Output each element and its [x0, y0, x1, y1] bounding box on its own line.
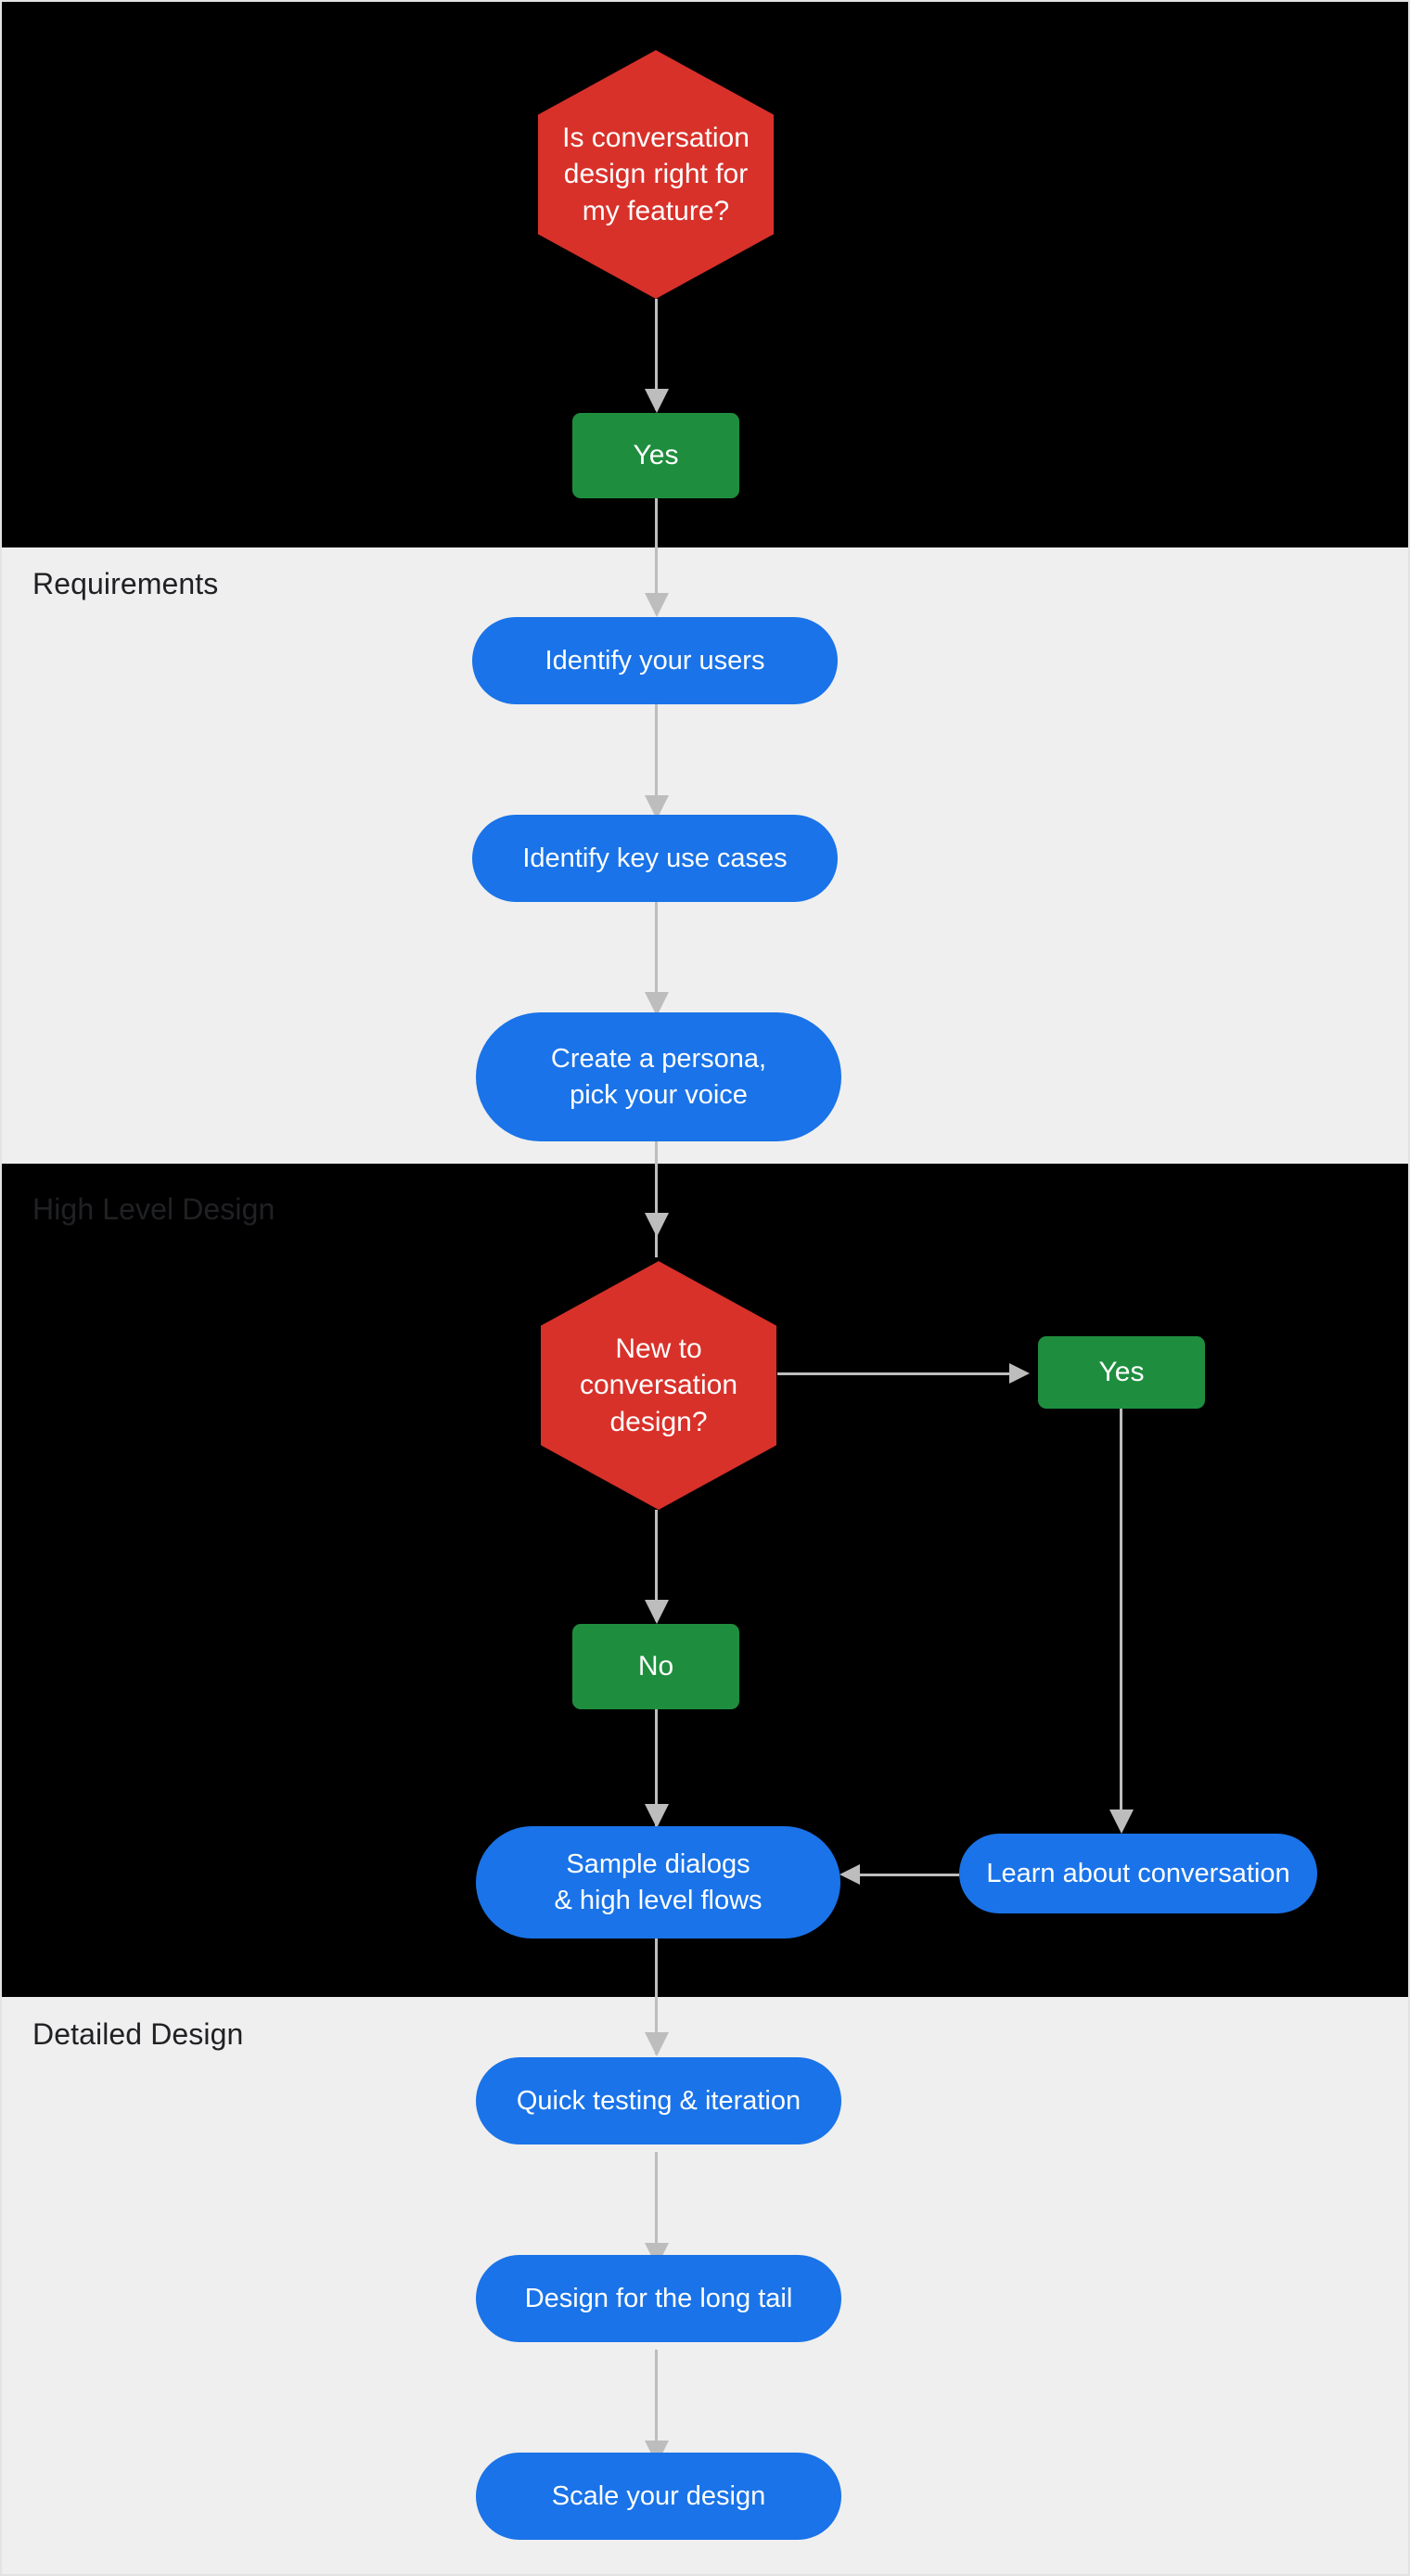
- connector-line-no-to-sample: [655, 1709, 658, 1830]
- step-node-sample-dialogs-line-1: Sample dialogs: [566, 1849, 750, 1880]
- answer-node-no[interactable]: No: [572, 1624, 739, 1709]
- connector-line-feature-to-yes1: [655, 299, 658, 410]
- section-label-high-level-design: High Level Design: [32, 1192, 276, 1226]
- step-node-design-for-the-long-tail-label: Design for the long tail: [524, 2283, 793, 2313]
- connector-line-users-to-usecases: [655, 704, 658, 817]
- connector-arrow-new-to-no: [645, 1600, 669, 1624]
- step-node-learn-about-conversation-label: Learn about conversation: [986, 1858, 1290, 1888]
- decision-node-new-line-1: New to: [615, 1333, 702, 1364]
- connector-line-learn-to-sample: [860, 1874, 959, 1876]
- connector-arrow-sample-to-testing: [645, 2032, 669, 2056]
- step-node-learn-about-conversation[interactable]: Learn about conversation: [959, 1834, 1317, 1913]
- connector-line-persona-to-new: [655, 1141, 658, 1257]
- step-node-identify-your-users-label: Identify your users: [545, 645, 765, 676]
- step-node-sample-dialogs-high-level-flows[interactable]: Sample dialogs & high level flows: [476, 1826, 840, 1938]
- answer-node-no-label: No: [637, 1651, 674, 1682]
- decision-node-line-2: design right for: [563, 159, 749, 190]
- answer-node-yes-1[interactable]: Yes: [572, 413, 739, 498]
- step-node-create-persona-line-2: pick your voice: [570, 1079, 748, 1110]
- step-node-create-persona-pick-voice[interactable]: Create a persona, pick your voice: [476, 1012, 841, 1141]
- answer-node-yes-2[interactable]: Yes: [1038, 1336, 1205, 1409]
- step-node-scale-your-design[interactable]: Scale your design: [476, 2453, 841, 2540]
- decision-node-new-line-2: conversation: [579, 1370, 738, 1401]
- answer-node-yes-2-label: Yes: [1098, 1357, 1145, 1388]
- step-node-identify-key-use-cases-label: Identify key use cases: [522, 843, 788, 873]
- step-node-identify-key-use-cases[interactable]: Identify key use cases: [472, 815, 838, 902]
- connector-arrow-no-to-sample: [645, 1804, 669, 1828]
- step-node-scale-your-design-label: Scale your design: [551, 2480, 766, 2511]
- connector-line-yes2-to-learn: [1120, 1400, 1122, 1827]
- decision-node-line-3: my feature?: [582, 195, 730, 226]
- section-label-requirements: Requirements: [32, 567, 219, 600]
- section-label-detailed-design: Detailed Design: [32, 2017, 244, 2051]
- connector-arrow-new-to-yes2: [1009, 1363, 1030, 1384]
- connector-arrow-persona-to-new: [645, 1213, 669, 1237]
- answer-node-yes-1-label: Yes: [633, 440, 679, 471]
- step-node-sample-dialogs-line-2: & high level flows: [554, 1885, 763, 1915]
- connector-line-new-to-yes2: [777, 1372, 1019, 1375]
- connector-arrow-learn-to-sample: [840, 1864, 860, 1885]
- connector-line-usecases-to-persona: [655, 902, 658, 1013]
- step-node-quick-testing-iteration[interactable]: Quick testing & iteration: [476, 2057, 841, 2145]
- connector-line-yes1-to-users: [655, 498, 658, 614]
- connector-arrow-feature-to-yes1: [645, 389, 669, 413]
- connector-arrow-yes1-to-users: [645, 593, 669, 617]
- connector-arrow-usecases-to-persona: [645, 992, 669, 1016]
- step-node-design-for-the-long-tail[interactable]: Design for the long tail: [476, 2255, 841, 2342]
- step-node-identify-your-users[interactable]: Identify your users: [472, 617, 838, 704]
- step-node-quick-testing-iteration-label: Quick testing & iteration: [516, 2085, 801, 2116]
- connector-line-testing-to-longtail: [655, 2152, 658, 2264]
- connector-line-longtail-to-scale: [655, 2350, 658, 2462]
- decision-node-new-line-3: design?: [609, 1406, 708, 1437]
- decision-node-line-1: Is conversation: [562, 122, 750, 153]
- connector-line-sample-to-testing: [655, 1938, 658, 2054]
- step-node-create-persona-line-1: Create a persona,: [550, 1044, 767, 1075]
- connector-line-new-to-no: [655, 1510, 658, 1621]
- connector-arrow-yes2-to-learn: [1109, 1810, 1134, 1834]
